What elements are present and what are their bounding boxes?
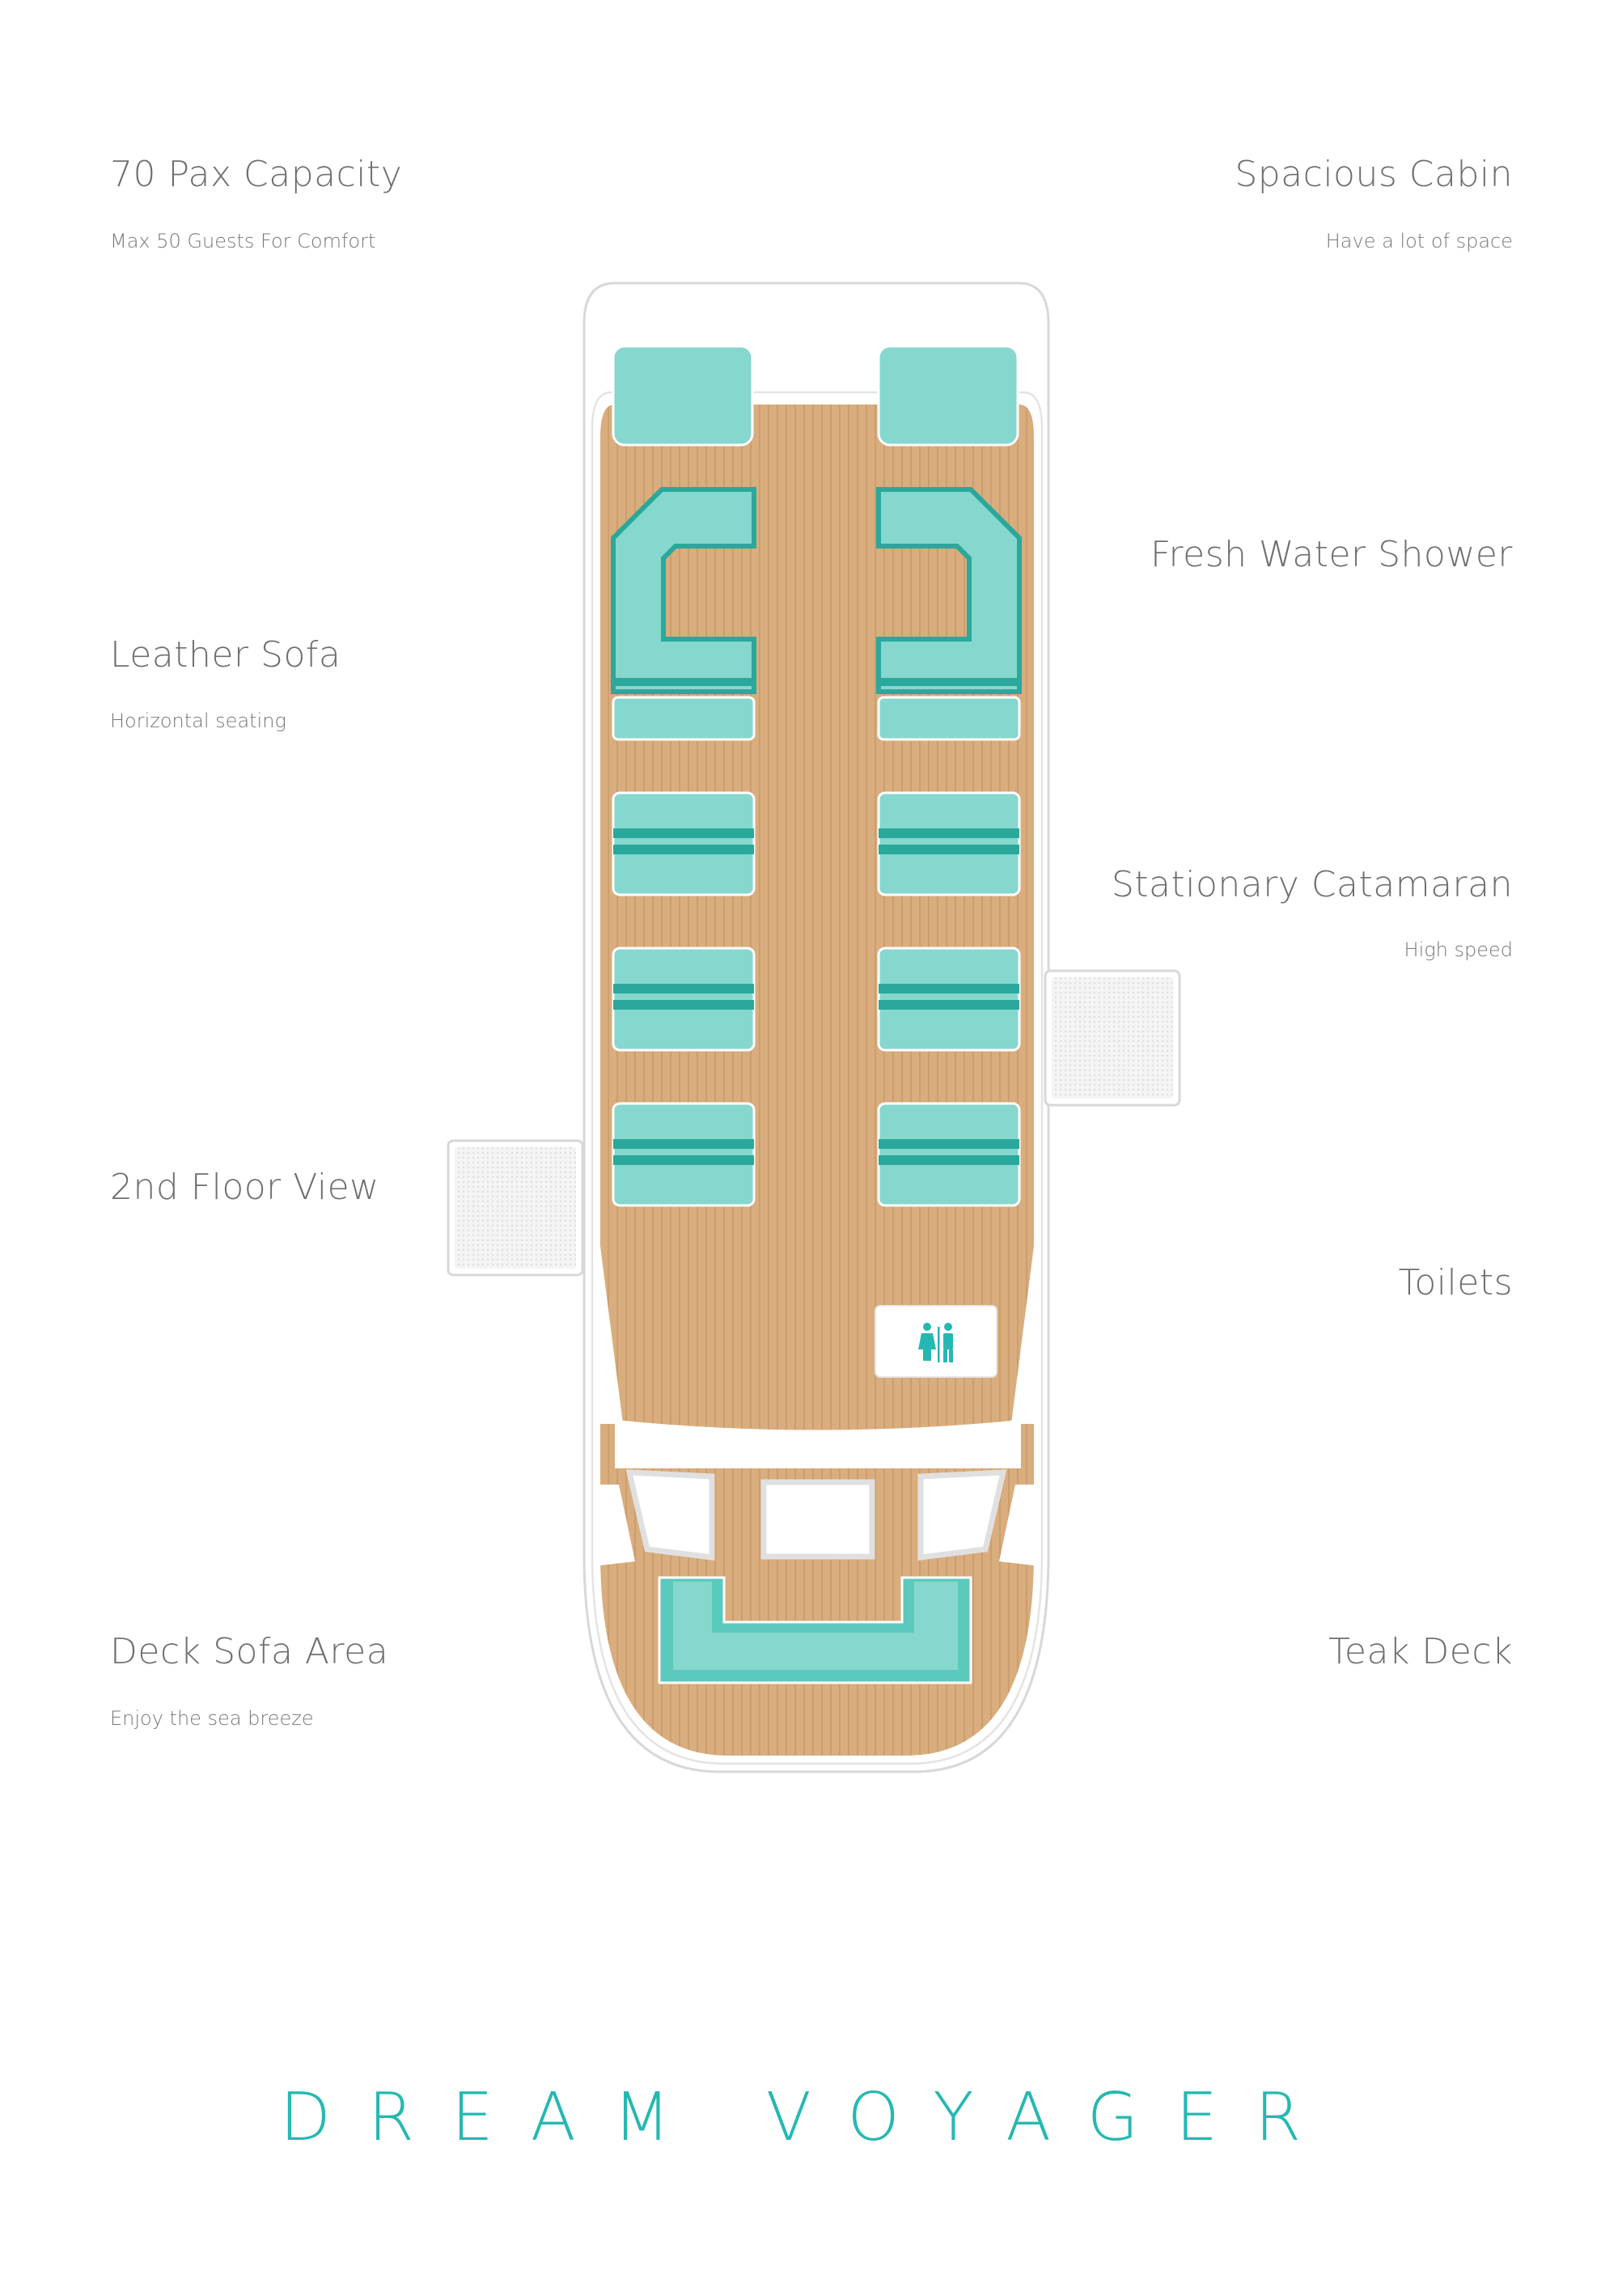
bench-seat [612,791,756,896]
feature-cabin-title: Spacious Cabin [1235,154,1513,195]
feature-deck-sofa-title: Deck Sofa Area [110,1631,389,1672]
feature-deck-sofa-subtitle: Enjoy the sea breeze [110,1707,314,1730]
side-pad-right [1044,969,1181,1107]
leather-sofa-right [876,487,1022,741]
cockpit-window-right [917,1469,1007,1561]
bench-seat [877,791,1021,896]
feature-shower-title: Fresh Water Shower [1150,534,1513,575]
cockpit-band [615,1420,1021,1468]
feature-sofa-subtitle: Horizontal seating [110,710,286,732]
feature-toilets-title: Toilets [1398,1262,1513,1303]
hull-inner-outline [591,391,1044,1765]
bench-seat [612,1102,756,1207]
brand-name: DREAM VOYAGER [280,2079,1338,2156]
deck-sofa-stern [658,1576,972,1684]
cockpit-window-left [625,1469,715,1561]
feature-catamaran-title: Stationary Catamaran [1111,864,1513,905]
bow-lounger-left [612,345,754,447]
brand-wordmark: DREAM VOYAGER [280,2079,1338,2156]
leather-sofa-left [611,487,756,741]
feature-floor-title: 2nd Floor View [110,1167,379,1208]
side-pad-left [447,1139,584,1277]
feature-catamaran-subtitle: High speed [1404,938,1513,961]
bench-seat [612,947,756,1052]
feature-pax-subtitle: Max 50 Guests For Comfort [110,230,376,252]
toilet-icon [918,1323,953,1362]
feature-pax-title: 70 Pax Capacity [110,154,403,195]
feature-cabin-subtitle: Have a lot of space [1325,230,1513,252]
bench-seat [877,1102,1021,1207]
feature-teak-title: Teak Deck [1328,1631,1513,1672]
bow-lounger-right [877,345,1019,447]
cockpit-window-center [760,1479,875,1560]
feature-sofa-title: Leather Sofa [110,634,341,676]
bench-seat [877,947,1021,1052]
toilet-sign [875,1305,997,1378]
